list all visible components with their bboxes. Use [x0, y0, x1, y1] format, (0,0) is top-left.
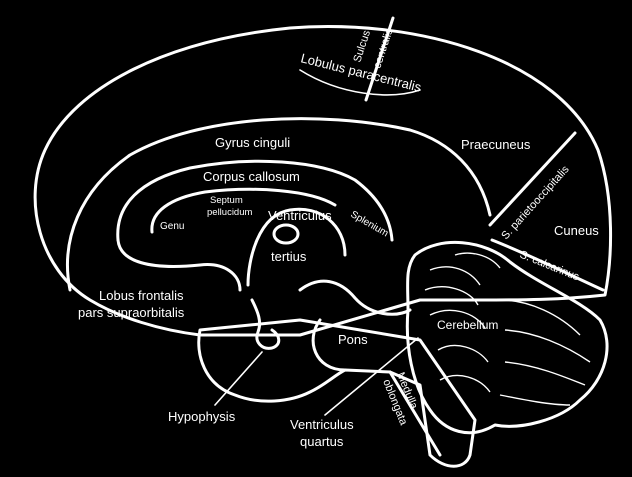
corpus-callosum-upper: [116, 159, 394, 242]
label-ventriculus-quartus-2: quartus: [300, 434, 344, 449]
label-corpus-callosum: Corpus callosum: [203, 169, 300, 184]
label-lobus-frontalis-2: pars supraorbitalis: [78, 305, 185, 320]
label-septum-2: pellucidum: [207, 207, 252, 218]
label-septum-1: Septum: [210, 195, 243, 206]
cingulate-sulcus: [66, 117, 492, 292]
pons-boundary: [311, 318, 347, 372]
label-ventriculus-tertius-2: tertius: [271, 249, 307, 264]
label-cerebellum: Cerebellum: [437, 318, 498, 332]
pointer-hypophysis: [214, 351, 263, 406]
parietooccipital-sulcus: [488, 131, 577, 227]
label-ventriculus-tertius-1: Ventriculus: [268, 208, 332, 223]
fornix-line: [246, 207, 347, 287]
massa-intermedia: [272, 223, 300, 245]
label-praecuneus: Praecuneus: [461, 137, 531, 152]
sulcus-centralis-line: [364, 16, 395, 102]
medulla-boundary: [388, 370, 442, 457]
label-gyrus-cinguli: Gyrus cinguli: [215, 135, 290, 150]
hypophysis-stalk: [250, 298, 281, 350]
label-hypophysis: Hypophysis: [168, 409, 236, 424]
genu-curve: [116, 238, 242, 292]
cerebrum-outline: [33, 25, 613, 337]
paracentral-arc: [299, 69, 421, 96]
cerebellum-outline: [405, 240, 609, 435]
aqueduct-line: [298, 279, 412, 316]
label-pons: Pons: [338, 332, 368, 347]
cerebellum-folia: [424, 252, 591, 406]
brainstem-outline: [197, 318, 477, 468]
pointer-ventriculus-quartus: [324, 337, 419, 416]
calcarine-sulcus: [490, 238, 605, 292]
corpus-callosum-lower: [150, 187, 337, 234]
label-cuneus: Cuneus: [554, 223, 599, 238]
label-ventriculus-quartus-1: Ventriculus: [290, 417, 354, 432]
label-genu: Genu: [160, 221, 184, 232]
label-lobus-frontalis-1: Lobus frontalis: [99, 288, 184, 303]
